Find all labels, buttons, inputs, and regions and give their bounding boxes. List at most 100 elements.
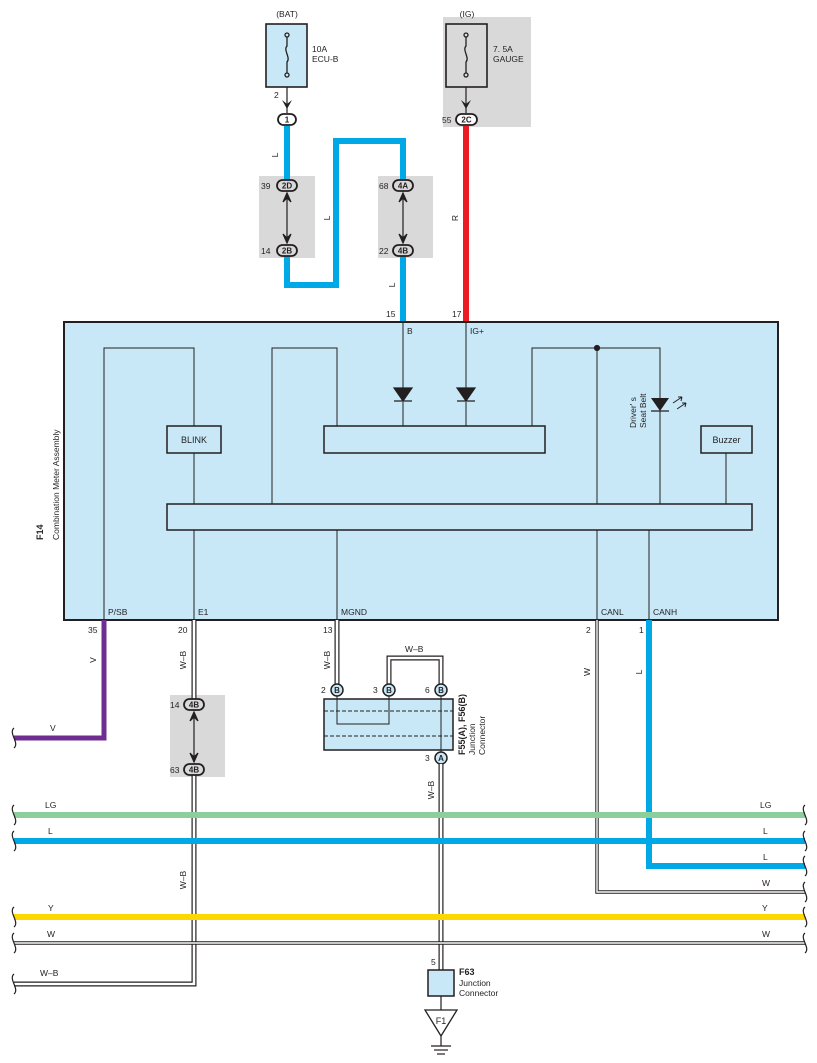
svg-text:A: A [438, 754, 444, 763]
connector-4b-upper: 4B [183, 698, 205, 711]
meter-name: Combination Meter Assembly [51, 429, 61, 540]
meter-internal-wiring [103, 322, 727, 620]
svg-text:4B: 4B [398, 247, 408, 256]
bat-fuse-name: ECU-B [312, 54, 339, 64]
pin-13: 13 [323, 625, 333, 635]
junction-pin-num-6: 6 [425, 685, 430, 695]
pin-39: 39 [261, 181, 271, 191]
wire-label-l-right: L [763, 826, 768, 836]
buzzer-label: Buzzer [712, 435, 740, 445]
wire-l-canh [646, 620, 805, 869]
connector-4a: 4A [392, 179, 414, 192]
wire-label-v-2: V [50, 723, 56, 733]
wire-label-wb-4: W–B [322, 650, 332, 669]
svg-text:B: B [438, 686, 444, 695]
svg-text:4A: 4A [398, 182, 408, 191]
break-marks-right [802, 804, 808, 954]
junction-pin-b-6: B [434, 683, 448, 697]
junction-line2: Connector [477, 716, 487, 755]
wire-w-canl-core [596, 620, 805, 893]
svg-text:B: B [386, 686, 392, 695]
seat-belt-led-icon [651, 378, 687, 412]
junction-pin-num-3a: 3 [425, 753, 430, 763]
svg-text:4B: 4B [189, 701, 199, 710]
junction-pin-a-3: A [434, 751, 448, 765]
f63-line1: Junction [459, 978, 491, 988]
break-marks-left [11, 727, 17, 995]
wire-label-wb-3: W–B [40, 968, 59, 978]
wire-label-wb-2: W–B [178, 870, 188, 889]
wire-label-lg-right: LG [760, 800, 771, 810]
pin-20: 20 [178, 625, 188, 635]
junction-id: F55(A), F56(B) [457, 694, 467, 755]
wire-label-y-left: Y [48, 903, 54, 913]
wire-wb-bridge [386, 655, 444, 684]
pin-22: 22 [379, 246, 389, 256]
wire-label-lg-left: LG [45, 800, 56, 810]
diode-ig-icon [455, 387, 477, 403]
connector-4b-4b-arrows-icon [189, 710, 199, 764]
junction-pin-b-3: B [382, 683, 396, 697]
svg-text:B: B [334, 686, 340, 695]
wire-label-wb-1: W–B [178, 650, 188, 669]
pin-5: 5 [431, 957, 436, 967]
svg-text:1: 1 [285, 116, 290, 125]
connector-2b: 2B [276, 244, 298, 257]
wire-label-v-1: V [88, 657, 98, 663]
junction-line1: Junction [467, 723, 477, 755]
terminal-mgnd: MGND [341, 607, 367, 617]
wire-label-l-left: L [48, 826, 53, 836]
terminal-e1: E1 [198, 607, 209, 617]
connector-4a-4b-arrows-icon [398, 191, 408, 245]
terminal-canh: CANH [653, 607, 677, 617]
ig-fuse-icon [463, 32, 469, 78]
bus-box [166, 503, 753, 531]
center-box [323, 425, 546, 454]
f63-box [427, 969, 455, 997]
wire-label-w-right: W [762, 929, 770, 939]
ground-triangle-icon [423, 1009, 459, 1038]
svg-text:4B: 4B [189, 766, 199, 775]
wire-label-l-1: L [270, 152, 280, 157]
terminal-psb: P/SB [108, 607, 128, 617]
f63-line2: Connector [459, 988, 498, 998]
svg-text:2C: 2C [461, 116, 471, 125]
ig-fuse-rating: 7. 5A [493, 44, 513, 54]
ig-source-label: (IG) [460, 9, 475, 19]
wire-label-w-2: W [762, 878, 770, 888]
wire-wb-bridge-core [387, 656, 443, 684]
f63-id: F63 [459, 967, 475, 977]
wire-label-wb-6: W–B [426, 780, 436, 799]
svg-text:2D: 2D [282, 182, 292, 191]
pin-55: 55 [442, 115, 452, 125]
pin-63: 63 [170, 765, 180, 775]
terminal-ig: IG+ [470, 326, 484, 336]
junction-pin-num-3: 3 [373, 685, 378, 695]
wire-label-w-1: W [582, 668, 592, 676]
connector-2d: 2D [276, 179, 298, 192]
pin-2-canl: 2 [586, 625, 591, 635]
ig-arrow-icon [461, 100, 471, 109]
connector-4b-top: 4B [392, 244, 414, 257]
wire-label-l-3: L [387, 282, 397, 287]
diode-b-icon [392, 387, 414, 403]
pin-14-bottom: 14 [170, 700, 180, 710]
bat-source-label: (BAT) [276, 9, 298, 19]
connector-4b-lower: 4B [183, 763, 205, 776]
bat-pin-2: 2 [274, 90, 279, 100]
svg-text:2B: 2B [282, 247, 292, 256]
blink-box [166, 425, 222, 454]
seat-belt-label-1: Driver' s [628, 397, 638, 428]
wire-label-l-canh: L [634, 669, 644, 674]
ground-label: F1 [436, 1016, 447, 1026]
wire-label-y-right: Y [762, 903, 768, 913]
wire-label-wb-5: W–B [405, 644, 424, 654]
ground-symbol-icon [431, 1036, 451, 1055]
pin-35: 35 [88, 625, 98, 635]
buzzer-box [700, 425, 753, 454]
junction-pin-num-2: 2 [321, 685, 326, 695]
terminal-canl: CANL [601, 607, 624, 617]
meter-id: F14 [35, 524, 45, 540]
wire-label-w-left: W [47, 929, 55, 939]
